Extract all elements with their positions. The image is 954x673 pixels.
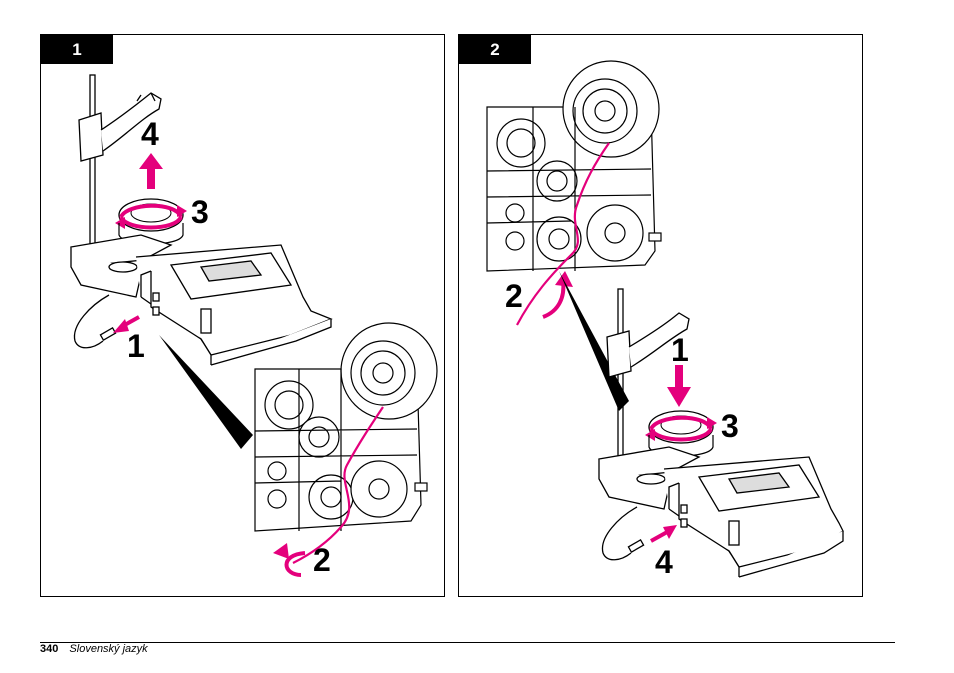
step-2-label: 2 bbox=[313, 542, 331, 578]
page-number: 340 bbox=[40, 643, 58, 655]
probe-cable bbox=[602, 507, 643, 560]
meter-body bbox=[599, 447, 843, 577]
lift-arrow-icon bbox=[139, 153, 163, 189]
zoom-wedge bbox=[159, 335, 253, 449]
illustration-install-probe: 2 1 3 bbox=[459, 35, 864, 598]
lower-arrow-icon bbox=[667, 365, 691, 407]
step-panel-2: 2 2 bbox=[458, 34, 863, 597]
probe-cable bbox=[74, 295, 115, 348]
step-3-label: 3 bbox=[191, 194, 209, 230]
language-label: Slovenský jazyk bbox=[69, 643, 147, 655]
footer-rule bbox=[40, 642, 895, 643]
meter-back-detail bbox=[255, 323, 437, 531]
meter-back-detail bbox=[487, 61, 661, 271]
insert-arrow-icon bbox=[543, 271, 573, 317]
illustration-remove-probe: 4 3 bbox=[41, 35, 446, 598]
step-4-label: 4 bbox=[141, 116, 159, 152]
step-1-label: 1 bbox=[127, 328, 145, 364]
page-footer: 340 Slovenský jazyk bbox=[40, 643, 148, 655]
step-4-label: 4 bbox=[655, 544, 673, 580]
step-1-label: 1 bbox=[671, 332, 689, 368]
connect-arrow-icon bbox=[651, 525, 677, 541]
step-2-label: 2 bbox=[505, 278, 523, 314]
meter-body bbox=[71, 235, 331, 365]
step-3-label: 3 bbox=[721, 408, 739, 444]
step-panel-1: 1 4 3 bbox=[40, 34, 445, 597]
